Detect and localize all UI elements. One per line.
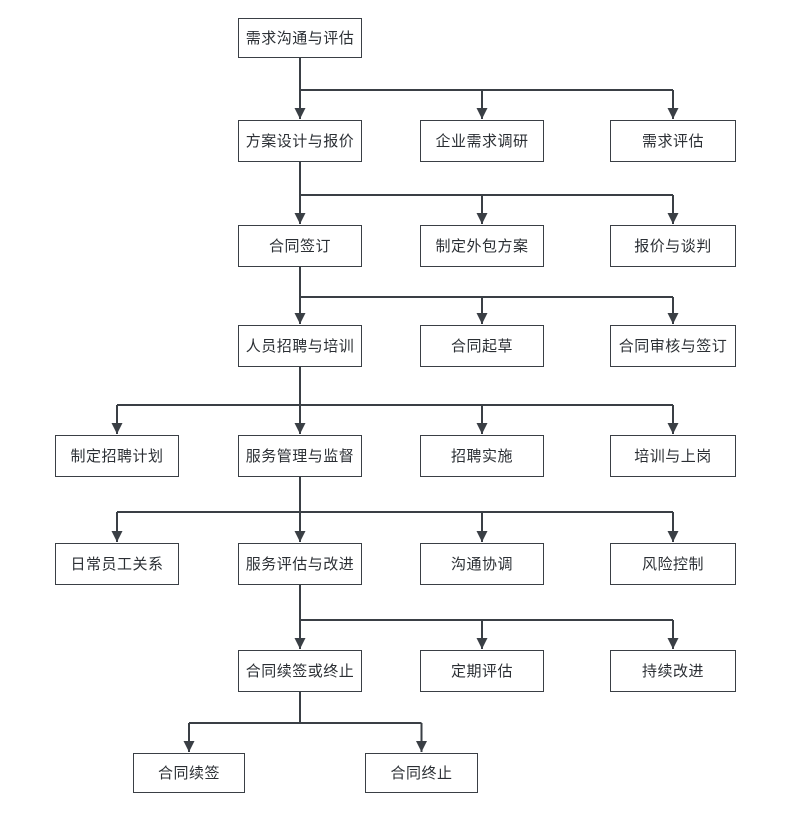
flow-node-label: 定期评估 xyxy=(450,662,513,680)
flow-node[interactable]: 沟通协调 xyxy=(420,543,544,585)
flow-node-label: 企业需求调研 xyxy=(435,132,529,150)
flow-node[interactable]: 制定外包方案 xyxy=(420,225,544,267)
flow-node-label: 服务评估与改进 xyxy=(245,555,355,573)
flow-node-label: 制定招聘计划 xyxy=(70,447,164,465)
flow-node-label: 持续改进 xyxy=(641,662,704,680)
flow-node[interactable]: 合同续签或终止 xyxy=(238,650,362,692)
flow-node[interactable]: 招聘实施 xyxy=(420,435,544,477)
flow-node[interactable]: 合同审核与签订 xyxy=(610,325,736,367)
flow-node[interactable]: 合同终止 xyxy=(365,753,478,793)
flow-node[interactable]: 制定招聘计划 xyxy=(55,435,179,477)
flow-node-label: 合同签订 xyxy=(268,237,331,255)
flow-node-label: 制定外包方案 xyxy=(435,237,529,255)
flow-node[interactable]: 需求沟通与评估 xyxy=(238,18,362,58)
flow-node-label: 需求评估 xyxy=(641,132,704,150)
flow-node-label: 合同续签 xyxy=(157,764,220,782)
flow-node[interactable]: 日常员工关系 xyxy=(55,543,179,585)
flow-node-label: 风险控制 xyxy=(641,555,704,573)
flow-node[interactable]: 风险控制 xyxy=(610,543,736,585)
flow-node[interactable]: 服务评估与改进 xyxy=(238,543,362,585)
flow-node[interactable]: 持续改进 xyxy=(610,650,736,692)
flow-node-label: 合同起草 xyxy=(450,337,513,355)
flow-node-label: 服务管理与监督 xyxy=(245,447,355,465)
flow-node-label: 合同终止 xyxy=(390,764,453,782)
flow-node[interactable]: 培训与上岗 xyxy=(610,435,736,477)
flow-node-label: 人员招聘与培训 xyxy=(245,337,355,355)
flow-node-label: 合同续签或终止 xyxy=(245,662,355,680)
flow-node[interactable]: 合同起草 xyxy=(420,325,544,367)
flow-node[interactable]: 人员招聘与培训 xyxy=(238,325,362,367)
flow-node-label: 沟通协调 xyxy=(450,555,513,573)
flow-node-label: 日常员工关系 xyxy=(70,555,164,573)
flow-node[interactable]: 方案设计与报价 xyxy=(238,120,362,162)
flow-node[interactable]: 服务管理与监督 xyxy=(238,435,362,477)
flow-node[interactable]: 合同签订 xyxy=(238,225,362,267)
flow-node-label: 报价与谈判 xyxy=(634,237,712,255)
flow-node-label: 需求沟通与评估 xyxy=(245,29,355,47)
flow-node[interactable]: 企业需求调研 xyxy=(420,120,544,162)
flow-node[interactable]: 需求评估 xyxy=(610,120,736,162)
flow-node-label: 方案设计与报价 xyxy=(245,132,355,150)
flow-node[interactable]: 定期评估 xyxy=(420,650,544,692)
flow-node[interactable]: 报价与谈判 xyxy=(610,225,736,267)
flow-node-label: 招聘实施 xyxy=(450,447,513,465)
flow-node-label: 培训与上岗 xyxy=(634,447,712,465)
flow-node[interactable]: 合同续签 xyxy=(133,753,245,793)
flow-node-label: 合同审核与签订 xyxy=(618,337,728,355)
